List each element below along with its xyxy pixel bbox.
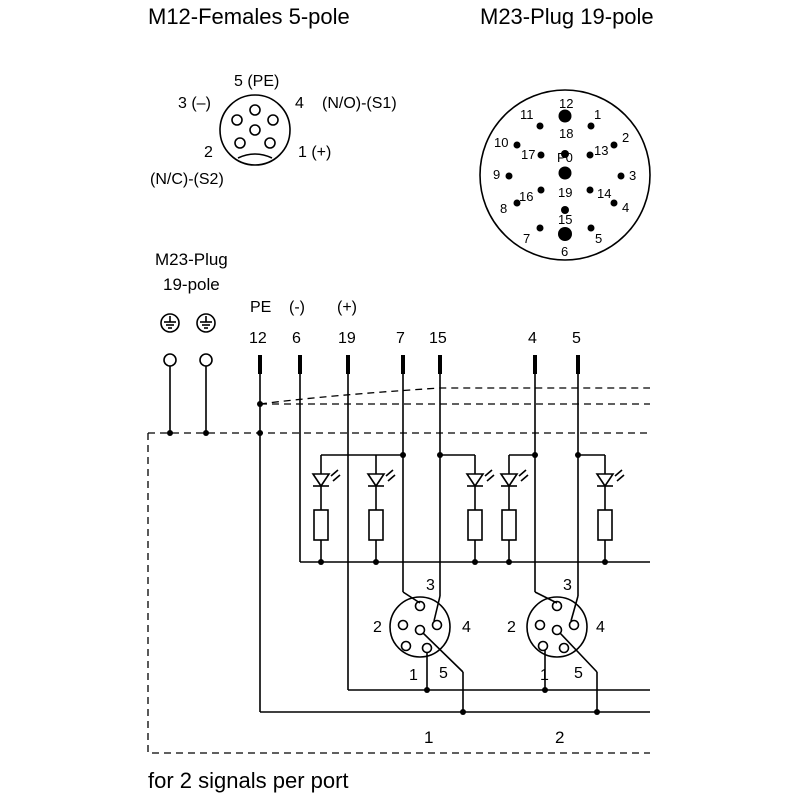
m23-pin-label: 6 — [561, 244, 568, 259]
m12-pin2-desc: (N/C)-(S2) — [150, 171, 224, 188]
port1-pin2: 2 — [373, 619, 382, 636]
port2-pin5: 5 — [574, 665, 583, 682]
column-pin-label: 7 — [396, 330, 405, 347]
led-resistor-branch — [311, 455, 341, 562]
column-pin-label: 6 — [292, 330, 301, 347]
m12-connector-face — [219, 94, 291, 166]
m12-pin1-label: 1 (+) — [298, 144, 331, 161]
port-connector-2 — [526, 455, 598, 712]
header-plus: (+) — [337, 299, 357, 316]
led-resistor-branch — [499, 455, 529, 562]
m23-pin-label: 10 — [494, 135, 508, 150]
m23-pin-label: 12 — [559, 96, 573, 111]
led-resistor-branch — [465, 455, 495, 562]
header-pe: PE — [250, 299, 271, 316]
m23-pin-label: 2 — [622, 130, 629, 145]
port1-pin1: 1 — [409, 667, 418, 684]
m12-pin4-label: 4 — [295, 95, 304, 112]
port2-pin3: 3 — [563, 577, 572, 594]
port1-pin4: 4 — [462, 619, 471, 636]
led-icon — [311, 469, 341, 488]
m23-pin-label: 14 — [597, 186, 611, 201]
m12-pin5-label: 5 (PE) — [234, 73, 279, 90]
m23-pin-label: 16 — [519, 189, 533, 204]
led-icon — [595, 469, 625, 488]
m23-pin-label: 13 — [594, 143, 608, 158]
m12-pin2-label: 2 — [204, 144, 213, 161]
m23-pin-label: 8 — [500, 201, 507, 216]
column-pin-label: 15 — [429, 330, 447, 347]
m23-connector-face — [479, 89, 651, 261]
terminal-circle — [199, 353, 213, 367]
resistor-icon — [467, 509, 483, 541]
resistor-icon — [597, 509, 613, 541]
terminal-circle — [163, 353, 177, 367]
m12-pin3-label: 3 (–) — [178, 95, 211, 112]
led-icon — [366, 469, 396, 488]
port2-pin2: 2 — [507, 619, 516, 636]
port-number-2: 2 — [555, 728, 564, 747]
port1-pin3: 3 — [426, 577, 435, 594]
resistor-icon — [368, 509, 384, 541]
m23-pin-label: 9 — [493, 167, 500, 182]
led-resistor-branch — [595, 455, 625, 562]
m23-pin-label: 4 — [622, 200, 629, 215]
m23-pin-label: 7 — [523, 231, 530, 246]
m23-pin-label: 3 — [629, 168, 636, 183]
ground-icon — [160, 313, 180, 333]
column-pin-label: 5 — [572, 330, 581, 347]
m23-pin-label: 15 — [558, 212, 572, 227]
port2-pin4: 4 — [596, 619, 605, 636]
m23-pin-label: P0 — [557, 150, 573, 165]
column-pin-label: 4 — [528, 330, 537, 347]
footer-note: for 2 signals per port — [148, 768, 349, 793]
port-number-1: 1 — [424, 728, 433, 747]
m23-title: M23-Plug 19-pole — [480, 4, 654, 29]
resistor-icon — [501, 509, 517, 541]
m23-pin-label: 17 — [521, 147, 535, 162]
led-icon — [465, 469, 495, 488]
m23-pin-label: 11 — [520, 107, 534, 122]
m23-pin-label: 18 — [559, 126, 573, 141]
m12-pin4-desc: (N/O)-(S1) — [322, 95, 397, 112]
port-connector-1 — [389, 455, 464, 712]
m23-pin-label: 19 — [558, 185, 572, 200]
m23-left-title-1: M23-Plug — [155, 250, 228, 269]
led-resistor-branch — [366, 455, 396, 562]
m23-pin-label: 5 — [595, 231, 602, 246]
column-pin-label: 12 — [249, 330, 267, 347]
resistor-icon — [313, 509, 329, 541]
port1-pin5: 5 — [439, 665, 448, 682]
m23-pin-label: 1 — [594, 107, 601, 122]
m12-title: M12-Females 5-pole — [148, 4, 350, 29]
column-pin-label: 19 — [338, 330, 356, 347]
m23-pin-labels: 12 1 11 18 2 10 17 P0 13 9 3 19 16 14 8 … — [493, 96, 636, 259]
header-minus: (-) — [289, 299, 305, 316]
led-icon — [499, 469, 529, 488]
port2-pin1: 1 — [540, 667, 549, 684]
ground-icon — [196, 313, 216, 333]
m23-left-title-2: 19-pole — [163, 275, 220, 294]
